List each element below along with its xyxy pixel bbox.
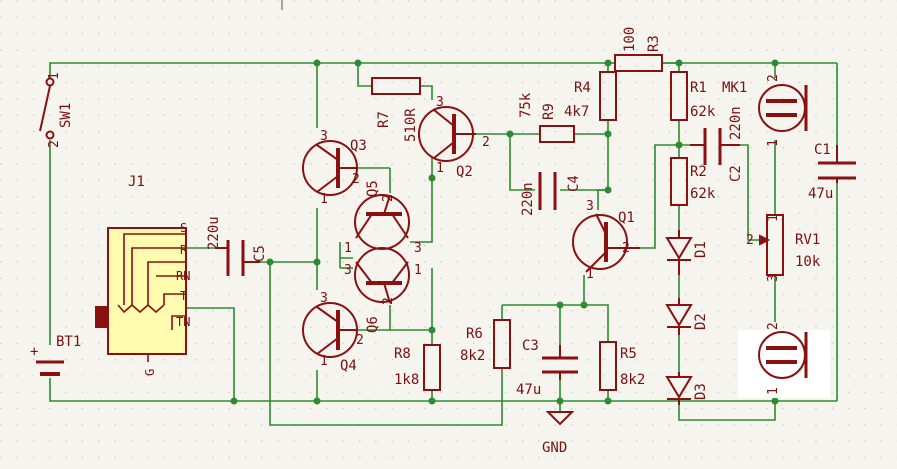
q5-p3: 3 <box>414 241 422 256</box>
r1-ref: R1 <box>690 80 707 96</box>
sw1-pin1: 1 <box>47 72 62 80</box>
rv1-ref: RV1 <box>795 232 820 248</box>
r8-value: 1k8 <box>394 372 419 388</box>
mk2-redraw <box>758 331 808 379</box>
q1-p1: 1 <box>586 267 594 282</box>
rv1-p3: 3 <box>766 274 781 282</box>
r4-ref: R4 <box>574 80 591 96</box>
r1-value: 62k <box>690 104 716 120</box>
c1-value: 47u <box>808 186 833 202</box>
r7-ref: R7 <box>376 111 392 128</box>
r4-value: 4k7 <box>564 104 589 120</box>
q2-ref: Q2 <box>456 164 473 180</box>
c1-ref: C1 <box>814 142 831 158</box>
d1-ref: D1 <box>693 241 709 258</box>
q4-p1: 1 <box>320 354 328 369</box>
c2-value: 220n <box>728 106 744 140</box>
r9-ref: R9 <box>541 103 557 120</box>
q1-p2: 2 <box>622 241 630 256</box>
q1-ref: Q1 <box>618 210 635 226</box>
labels: 1 2 SW1 + BT1 J1 S R RN T TN G 220u C5 Q… <box>30 27 833 456</box>
component-bodies <box>36 54 856 426</box>
rv1-p2: 2 <box>746 233 754 248</box>
q4-p3: 3 <box>320 291 328 306</box>
q3-p3: 3 <box>320 129 328 144</box>
q5-p2: 2 <box>381 194 396 202</box>
q6-ref: Q6 <box>365 316 381 333</box>
mk1-ref: MK1 <box>722 80 747 96</box>
q2-p2: 2 <box>482 135 490 150</box>
j1-pin-g: G <box>143 369 157 376</box>
r5-ref: R5 <box>620 346 637 362</box>
c4-ref: C4 <box>566 175 582 192</box>
j1-pin-tn: TN <box>176 315 190 329</box>
q4-p2: 2 <box>356 333 364 348</box>
r6-ref: R6 <box>466 326 483 342</box>
c3-value: 47u <box>516 382 541 398</box>
r7-value: 510R <box>403 108 419 142</box>
j1-jack <box>95 227 187 362</box>
q2-p1: 1 <box>436 161 444 176</box>
q5-ref: Q5 <box>365 180 381 197</box>
q4-ref: Q4 <box>340 358 357 374</box>
q6-p1: 1 <box>414 263 422 278</box>
q6-p3: 3 <box>344 263 352 278</box>
r2-value: 62k <box>690 186 716 202</box>
junctions <box>230 59 779 405</box>
r6-value: 8k2 <box>460 348 485 364</box>
r8-ref: R8 <box>394 346 411 362</box>
q5-p1: 1 <box>344 241 352 256</box>
mk1-p2: 2 <box>766 74 781 82</box>
q2-p3: 3 <box>436 95 444 110</box>
c4-value: 220n <box>520 182 536 216</box>
q3-p2: 2 <box>352 172 360 187</box>
mk2-p1: 1 <box>766 387 781 395</box>
mk1-p1: 1 <box>766 139 781 147</box>
q3-p1: 1 <box>320 192 328 207</box>
r2-ref: R2 <box>690 164 707 180</box>
c3-ref: C3 <box>522 338 539 354</box>
sw1-ref: SW1 <box>58 103 74 128</box>
r9-value: 75k <box>518 92 534 118</box>
j1-pin-rn: RN <box>176 269 190 283</box>
q1-p3: 3 <box>586 199 594 214</box>
gnd-label: GND <box>542 440 567 456</box>
wires <box>49 62 838 426</box>
mk2-p2: 2 <box>766 322 781 330</box>
q6-p2: 2 <box>381 297 396 305</box>
rv1-value: 10k <box>795 254 821 270</box>
q3-ref: Q3 <box>350 138 367 154</box>
r3-ref: R3 <box>646 35 662 52</box>
d3-ref: D3 <box>693 383 709 400</box>
rv1-p1: 1 <box>766 214 781 222</box>
c5-ref: C5 <box>252 245 268 262</box>
r5-value: 8k2 <box>620 372 645 388</box>
j1-ref: J1 <box>128 174 145 190</box>
bt1-ref: BT1 <box>56 334 81 350</box>
d2-ref: D2 <box>693 313 709 330</box>
r3-value: 100 <box>622 27 638 52</box>
bt1-plus: + <box>30 344 38 360</box>
sw1-pin2: 2 <box>47 140 62 148</box>
j1-pin-r: R <box>180 243 188 257</box>
j1-pin-t: T <box>180 289 187 303</box>
c2-ref: C2 <box>728 165 744 182</box>
c5-value: 220u <box>206 216 222 250</box>
j1-pin-s: S <box>180 221 187 235</box>
